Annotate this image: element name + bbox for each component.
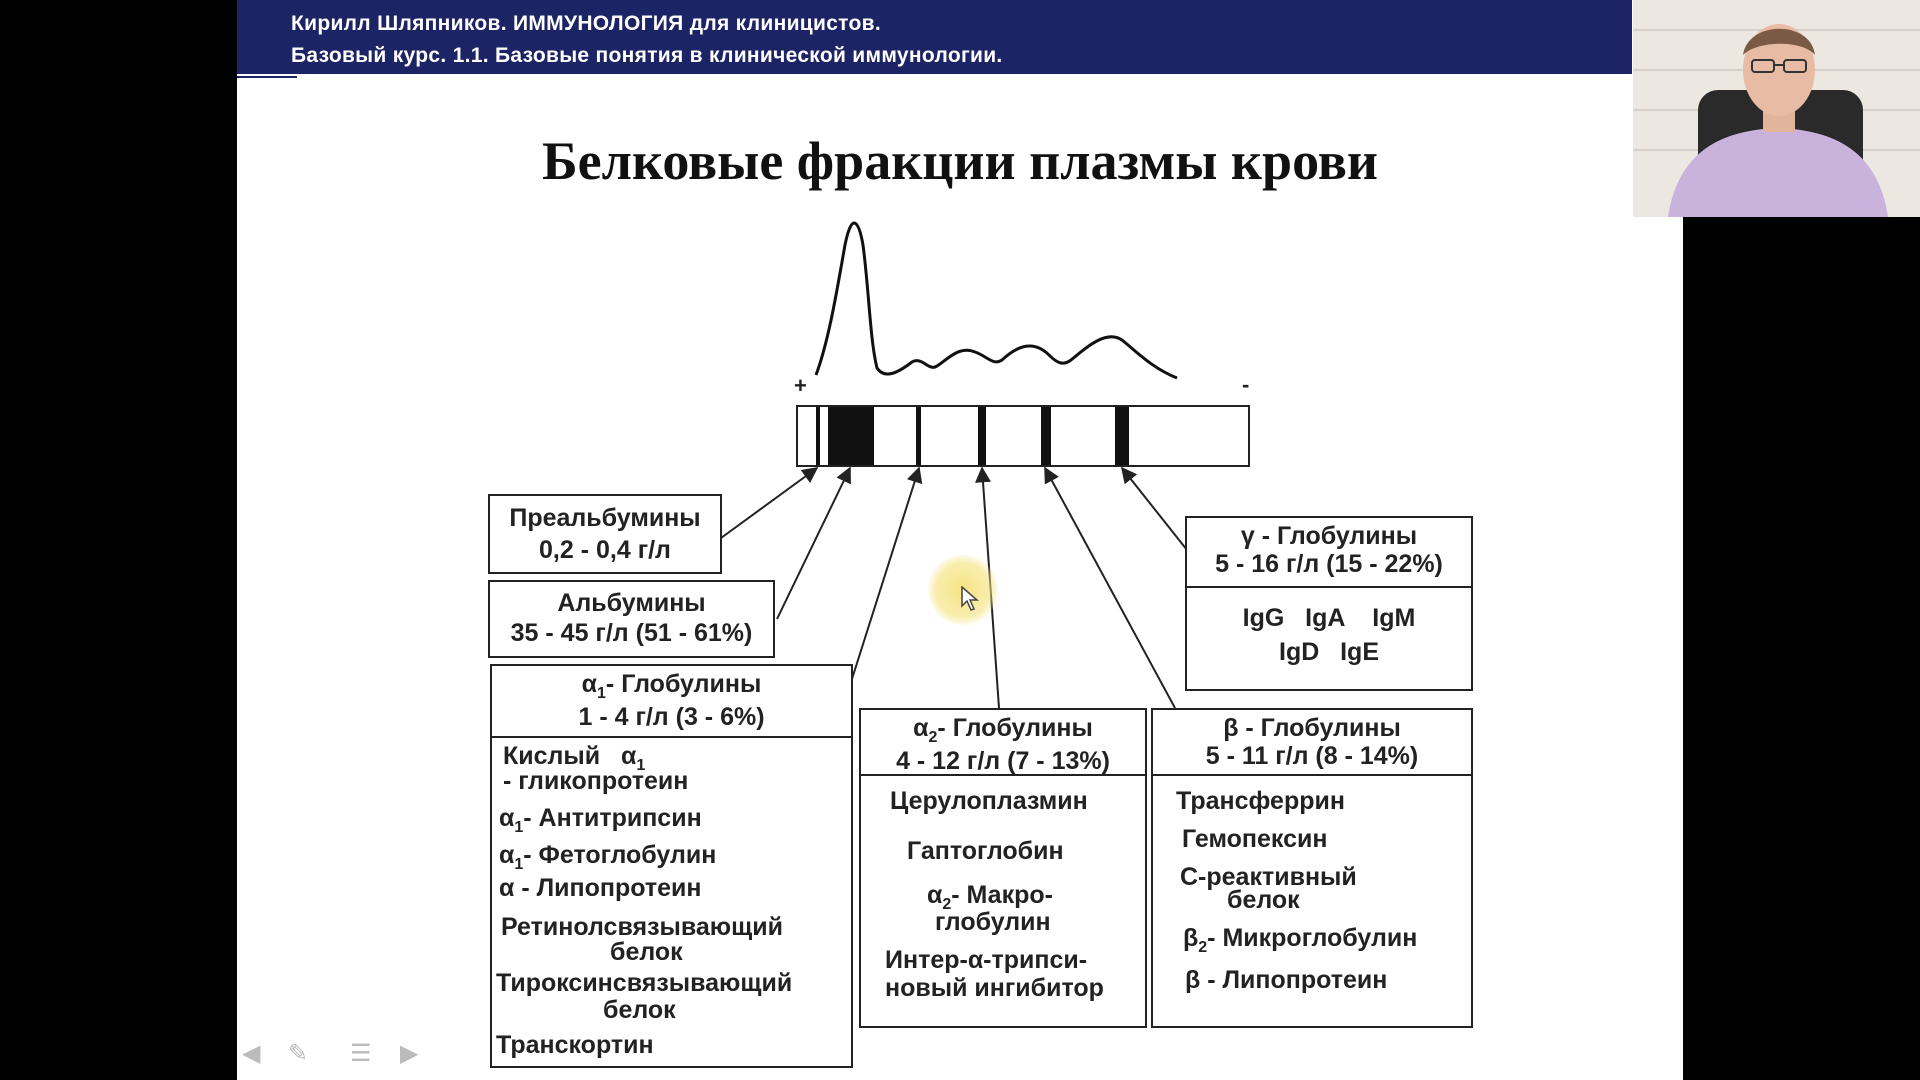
pen-icon[interactable]: ✎: [288, 1040, 309, 1067]
slide-title: Белковые фракции плазмы крови: [541, 131, 1379, 191]
beta-title: β - Глобулины: [1223, 714, 1401, 742]
beta-value: 5 - 11 г/л (8 - 14%): [1205, 742, 1419, 770]
slide: Кирилл Шляпников. ИММУНОЛОГИЯ для клиниц…: [237, 0, 1683, 1080]
alpha2-globulins-box: α2- Глобулины 4 - 12 г/л (7 - 13%): [859, 708, 1147, 1028]
electrophoresis-diagram: [720, 221, 1250, 709]
gamma-title: γ - Глобулины: [1240, 522, 1418, 550]
band-prealbumin: [816, 407, 820, 465]
arrow-albumin: [776, 466, 851, 620]
albumin-box: Альбумины 35 - 45 г/л (51 - 61%): [488, 580, 775, 658]
presenter-figure: [1633, 0, 1920, 217]
band-albumin: [828, 407, 874, 465]
alpha1-item-transcortin: Транскортин: [496, 1031, 654, 1059]
beta-header: β - Глобулины 5 - 11 г/л (8 - 14%): [1153, 710, 1471, 776]
alpha2-item-macroglobulin: α2- Макро-: [927, 881, 1053, 913]
gamma-header: γ - Глобулины 5 - 16 г/л (15 - 22%): [1187, 518, 1471, 588]
alpha2-title: α2- Глобулины: [913, 714, 1093, 746]
gamma-ig-row-1: IgG IgA IgM: [1242, 604, 1416, 632]
beta-item-lipoprotein: β - Липопротеин: [1185, 966, 1388, 994]
alpha1-title: α1- Глобулины: [581, 670, 762, 702]
albumin-title: Альбумины: [557, 589, 706, 617]
alpha1-globulins-box: α1- Глобулины 1 - 4 г/л (3 - 6%): [490, 664, 853, 1068]
prealbumin-title: Преальбумины: [509, 504, 701, 532]
beta-item-c-reactive-2: белок: [1227, 886, 1300, 914]
alpha2-item-haptoglobin: Гаптоглобин: [907, 837, 1064, 865]
alpha2-item-macroglobulin-2: глобулин: [935, 908, 1051, 936]
course-banner: Кирилл Шляпников. ИММУНОЛОГИЯ для клиниц…: [237, 0, 1632, 74]
alpha2-header: α2- Глобулины 4 - 12 г/л (7 - 13%): [861, 710, 1145, 776]
band-alpha1: [916, 407, 921, 465]
densitometry-curve: [814, 221, 1178, 380]
alpha1-item-lipoprotein: α - Липопротеин: [499, 874, 702, 902]
alpha1-item-antitrypsin: α1- Антитрипсин: [499, 804, 702, 836]
alpha1-item-thyroxine-binding-2: белок: [603, 996, 676, 1024]
alpha2-item-inter-alpha-trypsin: Интер-α-трипси-: [885, 946, 1088, 974]
alpha1-header: α1- Глобулины 1 - 4 г/л (3 - 6%): [492, 666, 851, 738]
alpha1-item-retinol-binding: Ретинолсвязывающий: [501, 913, 783, 941]
beta-item-microglobulin: β2- Микроглобулин: [1183, 924, 1418, 956]
banner-line-2: Базовый курс. 1.1. Базовые понятия в кли…: [291, 44, 1003, 67]
alpha2-item-inter-alpha-trypsin-2: новый ингибитор: [885, 974, 1104, 1002]
arrow-prealbumin: [720, 467, 819, 539]
gamma-value: 5 - 16 г/л (15 - 22%): [1215, 550, 1443, 578]
band-alpha2: [978, 407, 986, 465]
beta-item-c-reactive: С-реактивный: [1180, 863, 1357, 891]
alpha1-item-thyroxine-binding: Тироксинсвязывающий: [496, 969, 793, 997]
anode-sign: +: [794, 373, 807, 398]
alpha1-value: 1 - 4 г/л (3 - 6%): [578, 702, 765, 731]
beta-globulins-box: β - Глобулины 5 - 11 г/л (8 - 14%): [1151, 708, 1473, 1028]
band-beta: [1041, 407, 1051, 465]
prealbumin-box: Преальбумины 0,2 - 0,4 г/л: [488, 494, 722, 574]
presenter-video: [1633, 0, 1920, 217]
alpha1-item-acid-glycoprotein: Кислый α1: [503, 742, 646, 774]
arrow-gamma: [1121, 466, 1188, 551]
band-gamma: [1115, 407, 1129, 465]
gamma-globulins-box: γ - Глобулины 5 - 16 г/л (15 - 22%) IgG …: [1185, 516, 1473, 691]
albumin-value: 35 - 45 г/л (51 - 61%): [510, 619, 753, 647]
alpha1-item-acid-glycoprotein-2: - гликопротеин: [503, 767, 689, 795]
prev-slide-icon[interactable]: ◀: [242, 1040, 261, 1067]
alpha1-item-retinol-binding-2: белок: [610, 938, 683, 966]
next-slide-icon[interactable]: ▶: [400, 1040, 419, 1067]
banner-underline: [237, 76, 297, 78]
alpha2-value: 4 - 12 г/л (7 - 13%): [896, 746, 1110, 775]
alpha1-item-fetoglobulin: α1- Фетоглобулин: [499, 841, 717, 873]
prealbumin-value: 0,2 - 0,4 г/л: [539, 536, 671, 564]
arrow-alpha1: [850, 466, 923, 683]
arrow-beta: [1044, 466, 1176, 709]
banner-line-1: Кирилл Шляпников. ИММУНОЛОГИЯ для клиниц…: [291, 12, 881, 35]
beta-item-transferrin: Трансферрин: [1176, 787, 1345, 815]
cathode-sign: -: [1242, 372, 1250, 397]
beta-item-hemopexin: Гемопексин: [1182, 825, 1328, 853]
gamma-ig-row-2: IgD IgE: [1279, 638, 1379, 666]
alpha2-item-ceruloplasmin: Церулоплазмин: [890, 787, 1088, 815]
menu-icon[interactable]: ☰: [350, 1040, 372, 1067]
cursor-icon: [961, 586, 979, 611]
